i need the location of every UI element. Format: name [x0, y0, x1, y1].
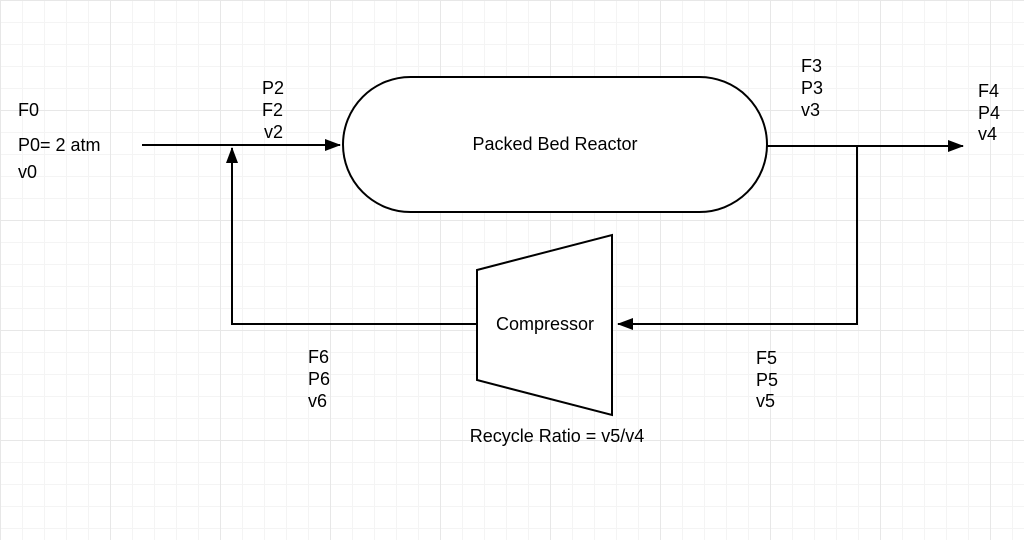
stream5-labels: F5 P5 v5 [756, 348, 778, 411]
stream-label: F2 [262, 100, 283, 120]
stream3-labels: F3 P3 v3 [801, 56, 823, 120]
stream2-labels: P2 F2 v2 [262, 78, 284, 142]
stream-label: P2 [262, 78, 284, 98]
stream-label: v3 [801, 100, 820, 120]
stream-label: P3 [801, 78, 823, 98]
stream-label: v2 [264, 122, 283, 142]
recycle-ratio-annotation: Recycle Ratio = v5/v4 [470, 426, 645, 446]
reactor-label: Packed Bed Reactor [472, 134, 637, 154]
feed-stream-labels: F0 P0= 2 atm v0 [18, 100, 101, 182]
stream-label: F0 [18, 100, 39, 120]
stream-label: F3 [801, 56, 822, 76]
stream-label: P4 [978, 103, 1000, 123]
stream-label: v4 [978, 124, 997, 144]
compressor-label: Compressor [496, 314, 594, 334]
compressor-node [476, 233, 613, 417]
stream-label: P6 [308, 369, 330, 389]
stream-label: F5 [756, 348, 777, 368]
stream4-labels: F4 P4 v4 [978, 81, 1000, 144]
stream-label: F6 [308, 347, 329, 367]
recycle-return-arrow [226, 147, 477, 325]
stream-label: P5 [756, 370, 778, 390]
stream-label: P0= 2 atm [18, 135, 101, 155]
reactor-node [342, 76, 768, 213]
stream-label: v5 [756, 391, 775, 411]
stream-label: v6 [308, 391, 327, 411]
stream-label: F4 [978, 81, 999, 101]
stream6-labels: F6 P6 v6 [308, 347, 330, 411]
recycle-branch-arrow [617, 146, 858, 330]
stream-label: v0 [18, 162, 37, 182]
